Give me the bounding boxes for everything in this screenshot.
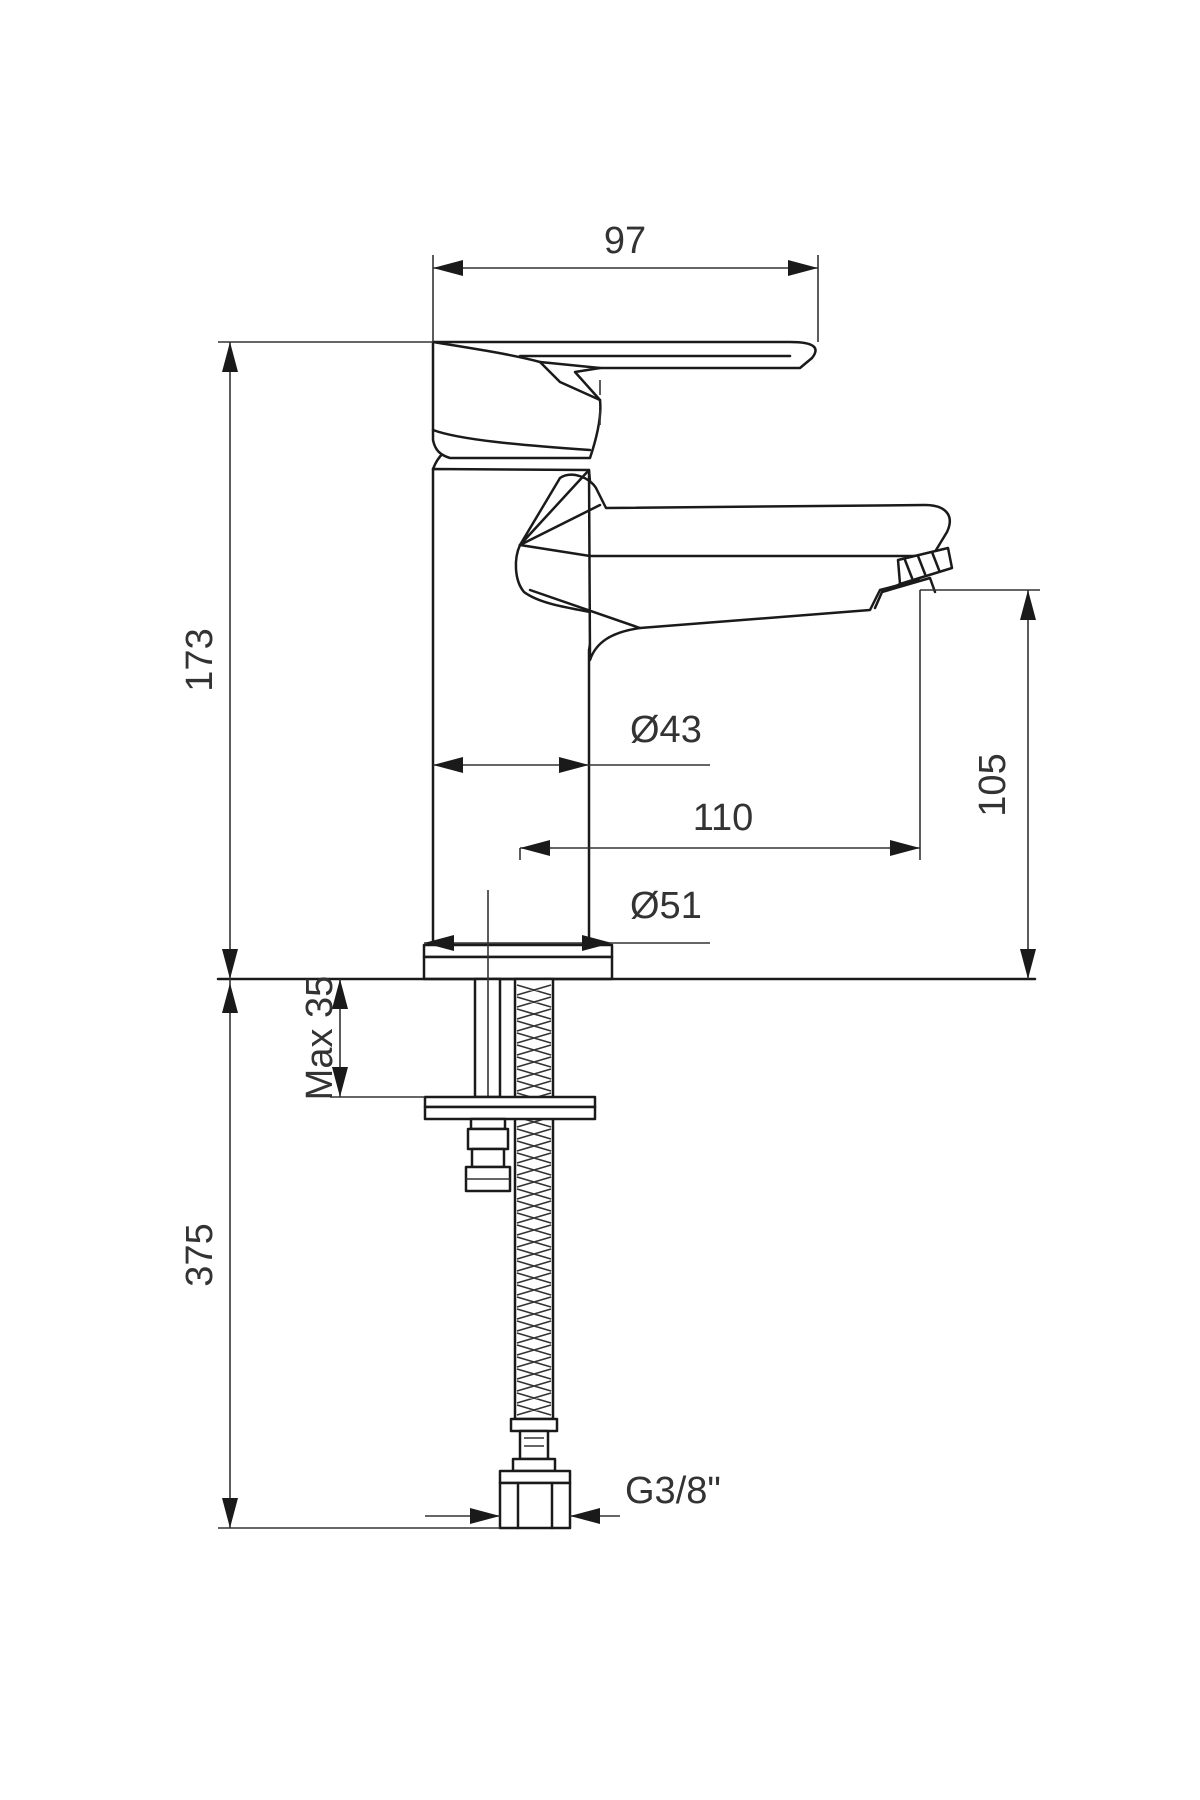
aerator	[873, 546, 954, 610]
dim-label-173: 173	[179, 628, 221, 691]
under-deck-assembly	[423, 890, 597, 1530]
faucet-body	[422, 340, 954, 981]
dim-label-g38-thread: G3/8"	[625, 1470, 721, 1512]
dimension-arrows	[222, 260, 1036, 1528]
base-plate	[422, 943, 614, 981]
dim-label-max-35: Max 35	[299, 976, 341, 1101]
lever-handle	[431, 340, 817, 460]
rod-nut	[464, 1117, 512, 1193]
dim-label-97: 97	[604, 220, 646, 262]
dim-label-375: 375	[179, 1223, 221, 1286]
hose-connector	[498, 1417, 572, 1530]
dim-label-105: 105	[972, 753, 1014, 816]
dim-label-110: 110	[693, 797, 754, 839]
dimension-lines	[218, 255, 1040, 1529]
dim-label-diameter-43: Ø43	[630, 709, 702, 751]
dim-label-diameter-51: Ø51	[630, 885, 702, 927]
braided-hose	[513, 977, 555, 1421]
